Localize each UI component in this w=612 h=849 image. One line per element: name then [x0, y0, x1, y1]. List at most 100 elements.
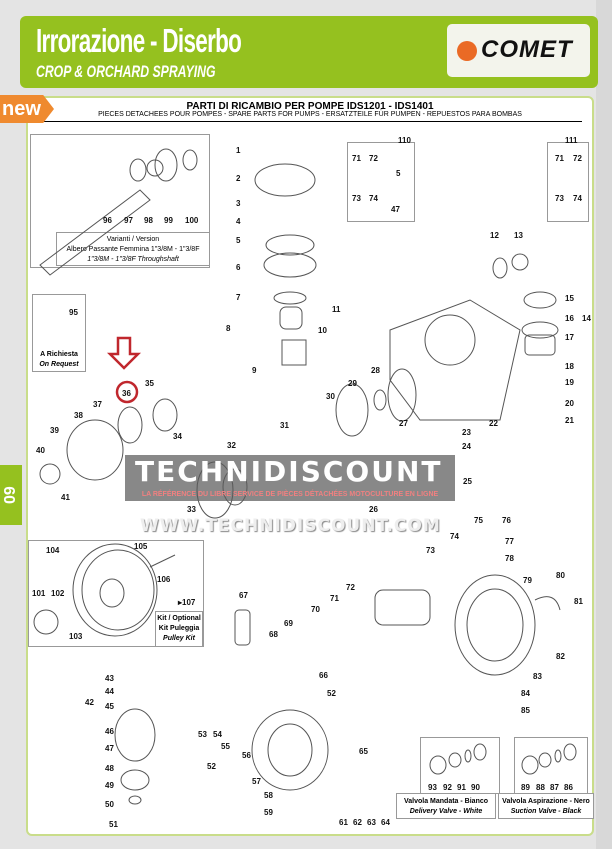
part-label: 64 — [381, 818, 390, 827]
part-label: 97 — [124, 216, 133, 225]
part-label: 13 — [514, 231, 523, 240]
part-label: 55 — [221, 742, 230, 751]
part-label: 49 — [105, 781, 114, 790]
highlight-circle — [115, 380, 139, 404]
caption-line: Pulley Kit — [163, 635, 195, 642]
part-label: 89 — [521, 783, 530, 792]
part-label: 91 — [457, 783, 466, 792]
shaft-drawing — [39, 148, 198, 276]
part-label: 76 — [502, 516, 511, 525]
delivery-valve-box — [420, 737, 500, 794]
part-label: 1 — [236, 146, 241, 155]
comet-logo: COMET — [447, 24, 590, 77]
part-label: 66 — [319, 671, 328, 680]
caption-line: Valvola Aspirazione - Nero — [502, 798, 590, 805]
part-label: 86 — [564, 783, 573, 792]
caption-line: 1"3/8M - 1"3/8F Throughshaft — [87, 256, 179, 263]
part-label: 21 — [565, 416, 574, 425]
caption-line: Kit / Optional — [157, 615, 201, 622]
part-label: 42 — [85, 698, 94, 707]
part-label: 9 — [252, 366, 257, 375]
part-label: 78 — [505, 554, 514, 563]
part-label: 93 — [428, 783, 437, 792]
caption-line: A Richiesta — [40, 351, 78, 358]
part-label: 43 — [105, 674, 114, 683]
part-label: 47 — [391, 205, 400, 214]
part-label: 74 — [573, 194, 582, 203]
part-label: 88 — [536, 783, 545, 792]
pump-body — [335, 299, 521, 437]
part-label: 35 — [145, 379, 154, 388]
part-label: 18 — [565, 362, 574, 371]
part-label: 82 — [556, 652, 565, 661]
caption-line: Valvola Mandata - Bianco — [403, 798, 489, 805]
part-label: 51 — [109, 820, 118, 829]
page-subtitle: CROP & ORCHARD SPRAYING — [36, 62, 216, 81]
part-label: 4 — [236, 217, 241, 226]
part-label: 32 — [227, 441, 236, 450]
watermark-banner: TECHNIDISCOUNT LA RÉFÉRENCE DU LIBRE SER… — [125, 455, 455, 501]
caption-line: Suction Valve - Black — [510, 808, 582, 815]
part-label: 61 — [339, 818, 348, 827]
suction-valve-box — [514, 737, 588, 794]
part-label: 6 — [236, 263, 241, 272]
part-label: 50 — [105, 800, 114, 809]
part-label: 54 — [213, 730, 222, 739]
part-label: 16 — [565, 314, 574, 323]
divider — [38, 121, 582, 122]
part-label: 52 — [327, 689, 336, 698]
caption-line: Kit Puleggia — [158, 625, 200, 632]
caption-line: Albero Passante Femmina 1"3/8M - 1"3/8F — [66, 246, 200, 253]
valve-sets — [429, 743, 577, 775]
page-title: Irrorazione - Diserbo — [36, 22, 242, 59]
part-label: 39 — [50, 426, 59, 435]
part-label: 100 — [185, 216, 199, 225]
part-label: 85 — [521, 706, 530, 715]
on-request-box: A Richiesta On Request — [32, 294, 86, 372]
part-label: 68 — [269, 630, 278, 639]
part-label: 40 — [36, 446, 45, 455]
part-label: 12 — [490, 231, 499, 240]
part-label: 71 — [352, 154, 361, 163]
part-label: 14 — [582, 314, 591, 323]
part-label: 30 — [326, 392, 335, 401]
manifold-drawing — [374, 574, 561, 676]
caption-line: On Request — [39, 361, 79, 368]
part-label: 70 — [311, 605, 320, 614]
part-label: 37 — [93, 400, 102, 409]
watermark-name: TECHNIDISCOUNT — [135, 455, 443, 488]
part-label: 111 — [565, 136, 578, 145]
part-label: 5 — [236, 236, 241, 245]
part-label: 71 — [330, 594, 339, 603]
part-label: 8 — [226, 324, 231, 333]
part-label: 34 — [173, 432, 182, 441]
part-label: 28 — [371, 366, 380, 375]
part-label: 19 — [565, 378, 574, 387]
part-label: 106 — [157, 575, 171, 584]
part-label: 74 — [450, 532, 459, 541]
part-label: 83 — [533, 672, 542, 681]
part-label: 22 — [489, 419, 498, 428]
part-label: 48 — [105, 764, 114, 773]
part-label: 67 — [239, 591, 248, 600]
part-label: 101 — [32, 589, 46, 598]
logo-text: COMET — [481, 36, 573, 63]
lower-valve-drawing — [114, 609, 329, 805]
new-badge: new — [0, 95, 54, 123]
part-label: 98 — [144, 216, 153, 225]
part-label: 63 — [367, 818, 376, 827]
part-label: 73 — [555, 194, 564, 203]
sheet-title: PARTI DI RICAMBIO PER POMPE IDS1201 - ID… — [186, 101, 434, 112]
logo-dot-icon — [457, 41, 477, 61]
part-label: 23 — [462, 428, 471, 437]
part-label: 58 — [264, 791, 273, 800]
pulley-kit-caption: Kit / Optional Kit Puleggia Pulley Kit — [155, 611, 203, 647]
part-label: 24 — [462, 442, 471, 451]
delivery-valve-caption: Valvola Mandata - Bianco Delivery Valve … — [396, 793, 496, 819]
part-label: 3 — [236, 199, 241, 208]
part-label: 29 — [348, 379, 357, 388]
watermark-tagline: LA RÉFÉRENCE DU LIBRE SERVICE DE PIÈCES … — [141, 491, 439, 498]
part-label: 5 — [396, 169, 401, 178]
part-label: 38 — [74, 411, 83, 420]
part-label: 26 — [369, 505, 378, 514]
